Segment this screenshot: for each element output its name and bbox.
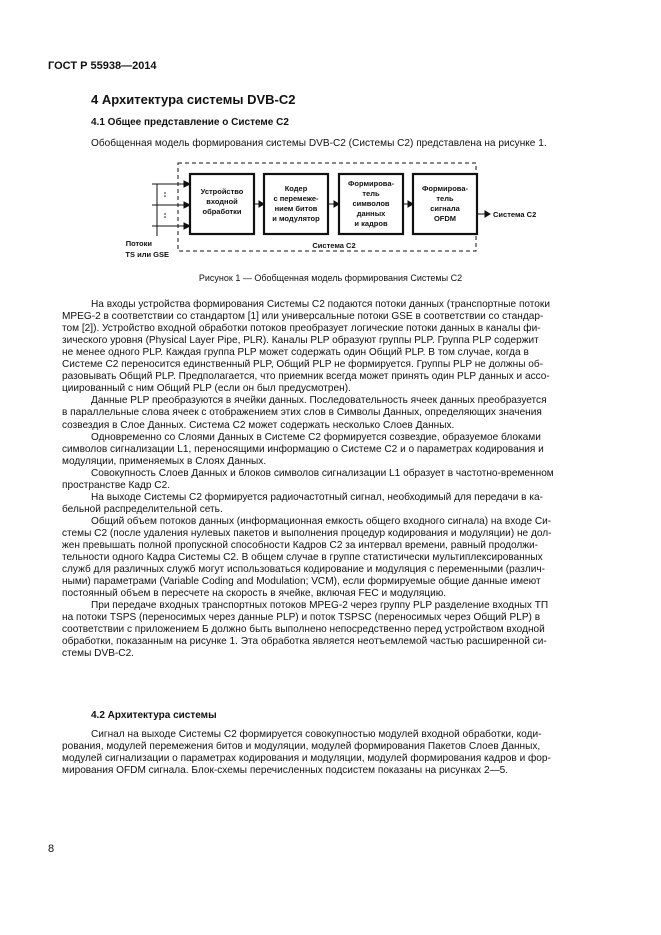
body-line: На выходе Системы С2 формируется радиоча… (91, 491, 543, 503)
subsection-title-4-1: 4.1 Общее представление о Системе С2 (91, 117, 289, 128)
body2-line: Сигнал на выходе Системы С2 формируется … (91, 729, 542, 740)
body-line: постоянный объем в пересчете на скорость… (62, 588, 447, 600)
block3-line5: и кадров (354, 219, 388, 228)
body-line: разовывать Общий PLP. Предполагается, чт… (62, 371, 550, 383)
block2-line3: нием битов (275, 204, 318, 213)
body-line: на потоки TSPS (переносимых через данные… (62, 612, 541, 624)
body-line: стемы DVB-C2. (62, 648, 134, 660)
figure-caption: Рисунок 1 — Обобщенная модель формирован… (198, 273, 463, 283)
figure-1-diagram: Устройство входной обработки Кодер с пер… (125, 162, 536, 259)
block1-line1: Устройство (201, 187, 244, 196)
section-title: 4 Архитектура системы DVB-C2 (91, 92, 296, 107)
body2-line: модулей сигнализации о параметрах кодиро… (62, 753, 551, 765)
body-line: ными) параметрами (Variable Coding and M… (62, 576, 541, 588)
block3-line2: тель (362, 189, 380, 198)
body-line: созвездия в Слое Данных. Система С2 може… (62, 419, 455, 431)
block4-line4: OFDM (434, 214, 456, 223)
block4-line1: Формирова- (422, 184, 468, 193)
output-label: Система С2 (493, 210, 536, 219)
document-header: ГОСТ Р 55938—2014 (48, 60, 157, 72)
input-arrows (152, 180, 192, 230)
system-label: Система С2 (312, 241, 355, 250)
body-line: бельной распределительной сеть. (62, 503, 223, 515)
subsection-title-4-2: 4.2 Архитектура системы (91, 710, 217, 721)
block2-line1: Кодер (285, 184, 308, 193)
body2-line: мирования OFDM сигнала. Блок-схемы переч… (62, 765, 509, 777)
body-line: не менее одного PLP. Каждая группа PLP м… (62, 347, 529, 359)
body-line: На входы устройства формирования Системы… (91, 299, 550, 310)
block3-line3: символов (352, 199, 389, 208)
input-label-line1: Потоки (126, 239, 153, 248)
system-boundary (177, 162, 477, 252)
body-line: служб для различных служб могут использо… (62, 564, 545, 576)
body-line: пространстве Кадр С2. (62, 479, 171, 491)
page-number: 8 (48, 843, 55, 855)
body-line: символов сигнализации L1, переносящими и… (62, 443, 544, 455)
block-ofdm (411, 172, 479, 236)
block2-line2: с перемеже- (273, 194, 319, 203)
body-line: том [2]). Устройство входной обработки п… (62, 323, 541, 335)
block1-line2: входной (206, 197, 238, 206)
body-line: Общий объем потоков данных (информационн… (91, 515, 552, 527)
body-line: в параллельные слова ячеек с отображение… (62, 407, 542, 419)
block3-line1: Формирова- (348, 179, 394, 188)
body-line: стемы С2 (после удаления нулевых пакетов… (62, 527, 552, 539)
body-line: Системе С2 переносится единственный PLP,… (62, 359, 544, 371)
body-line: модуляции, применяемых в Слоях Данных. (62, 455, 267, 467)
body-line: Совокупность Слоев Данных и блоков симво… (91, 467, 554, 479)
block4-line2: тель (436, 194, 454, 203)
input-label-line2: TS или GSE (125, 250, 169, 259)
body-line: зического уровня (Physical Layer Pipe, P… (62, 335, 539, 347)
body-line: жен превышать полной пропускной способно… (62, 540, 539, 551)
body-line: Данные PLP преобразуются в ячейки данных… (91, 395, 547, 407)
block3-line4: данных (357, 209, 386, 218)
block1-line3: обработки (202, 207, 241, 216)
body-line: При передаче входных транспортных потоко… (91, 600, 549, 612)
block-framer (337, 172, 405, 236)
block2-line4: и модулятор (272, 214, 320, 223)
body-line: соответствии с приложением Б должно быть… (62, 624, 545, 636)
block4-line3: сигнала (430, 204, 460, 213)
intro-paragraph: Обобщенная модель формирования системы D… (91, 138, 547, 149)
body-line: Одновременно со Слоями Данных в Системе … (91, 431, 541, 443)
body-line: обработки, показанным на рисунке 1. Эта … (62, 636, 547, 648)
body-line: тельности одного Кадра Системы С2. В общ… (62, 552, 543, 564)
block-arrows (254, 200, 491, 218)
body-line: MPEG-2 в соответствии со стандартом [1] … (62, 311, 544, 323)
body2-line: рования, модулей перемежения битов и мод… (62, 741, 541, 753)
body-line: циированный с ним Общий PLP (если он был… (62, 383, 351, 395)
